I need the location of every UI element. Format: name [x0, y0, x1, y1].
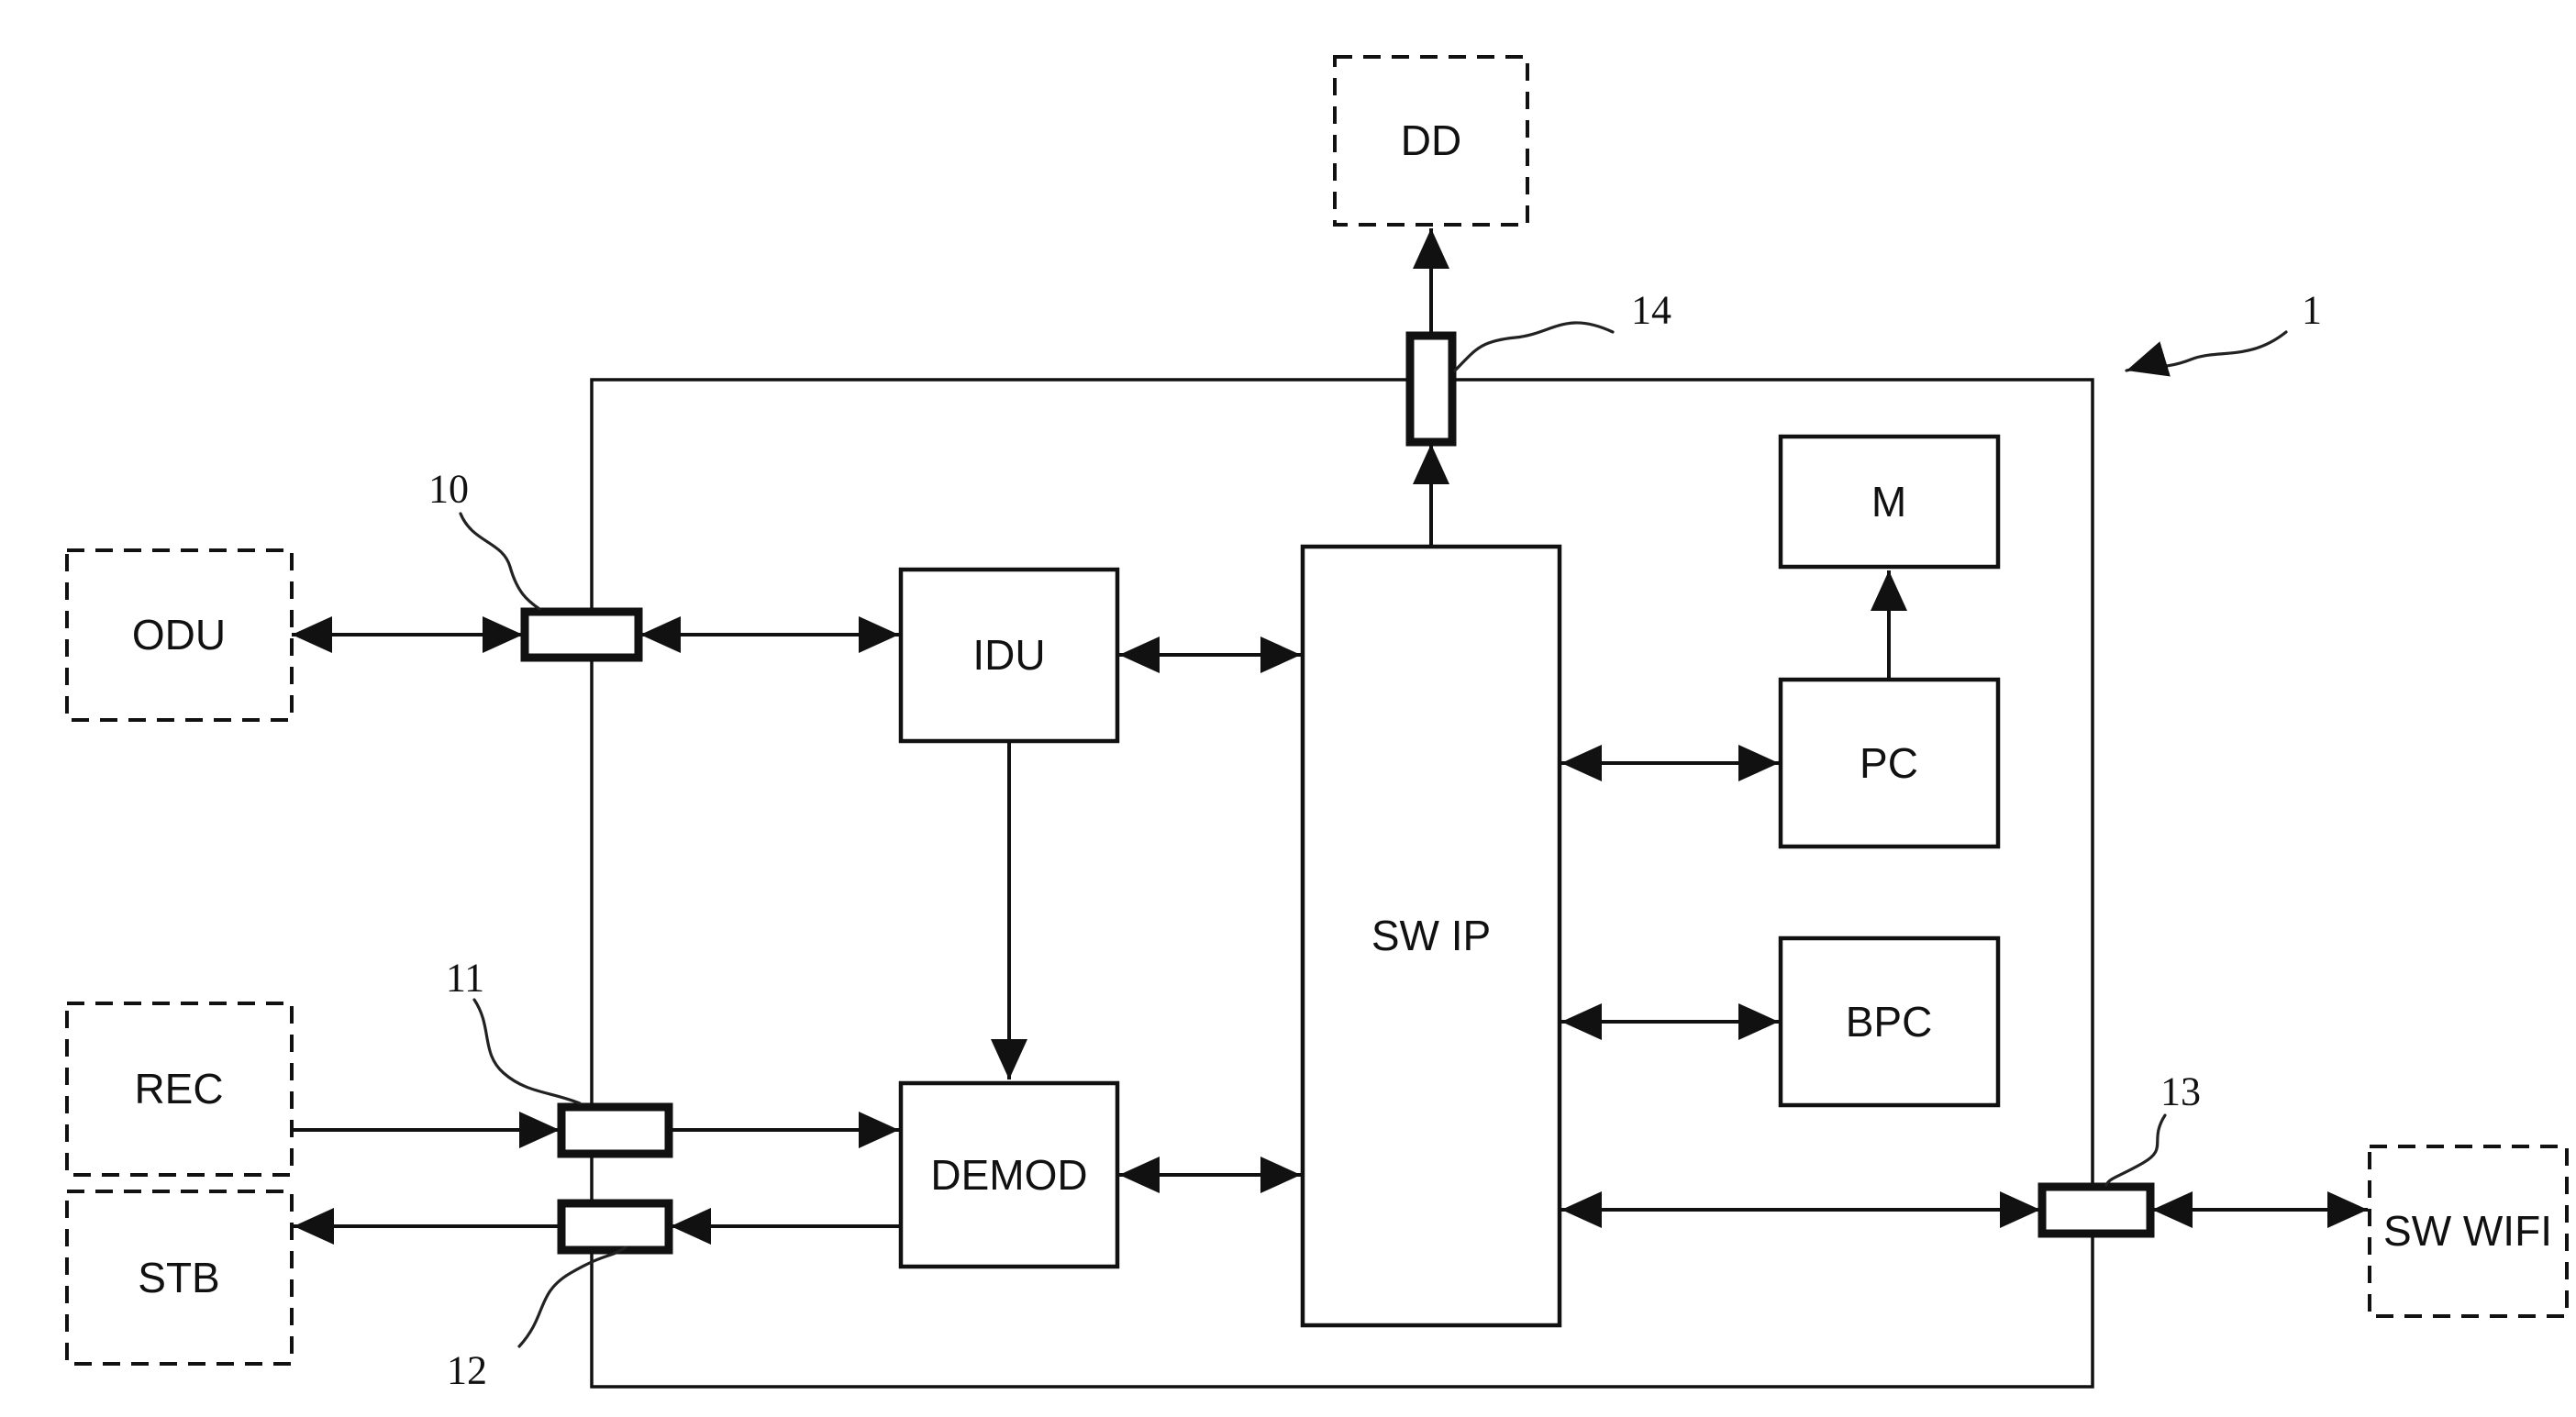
label-m: M: [1871, 478, 1906, 526]
label-pc: PC: [1860, 739, 1918, 787]
block-m: [1778, 434, 2001, 570]
label-idu: IDU: [972, 631, 1045, 679]
block-stb: [65, 1190, 294, 1366]
label-dd: DD: [1401, 116, 1461, 164]
block-odu: [65, 548, 294, 722]
main-unit-box: [590, 378, 2094, 1389]
ref-12: 12: [447, 1348, 487, 1393]
label-demod: DEMOD: [930, 1151, 1087, 1199]
block-demod: [898, 1080, 1120, 1269]
leader-ref-10: [459, 512, 541, 611]
leader-ref-12: [517, 1245, 627, 1348]
label-stb: STB: [138, 1254, 219, 1301]
leader-ref-13: [2104, 1113, 2167, 1187]
ref-1: 1: [2302, 288, 2322, 333]
leader-ref-1: [2125, 330, 2288, 377]
block-rec: [65, 1002, 294, 1177]
ref-10: 10: [428, 467, 469, 512]
block-bpc: [1778, 935, 2001, 1108]
ref-11: 11: [446, 956, 484, 1001]
block-swip: [1300, 544, 1562, 1328]
block-swwifi: [2368, 1145, 2569, 1318]
label-rec: REC: [134, 1065, 223, 1113]
block-idu: [898, 567, 1120, 744]
port-13: [2037, 1182, 2155, 1238]
label-swip: SW IP: [1371, 912, 1491, 959]
block-pc: [1778, 677, 2001, 849]
block-dd: [1333, 55, 1529, 227]
port-14: [1405, 331, 1457, 447]
ref-14: 14: [1631, 288, 1671, 333]
leader-ref-11: [472, 998, 582, 1105]
port-10: [520, 607, 643, 662]
label-odu: ODU: [132, 611, 226, 659]
leader-ref-14: [1453, 321, 1615, 372]
label-swwifi: SW WIFI: [2383, 1207, 2552, 1255]
port-12: [557, 1199, 673, 1255]
label-bpc: BPC: [1846, 998, 1933, 1046]
port-11: [557, 1102, 673, 1158]
ref-13: 13: [2160, 1069, 2201, 1114]
